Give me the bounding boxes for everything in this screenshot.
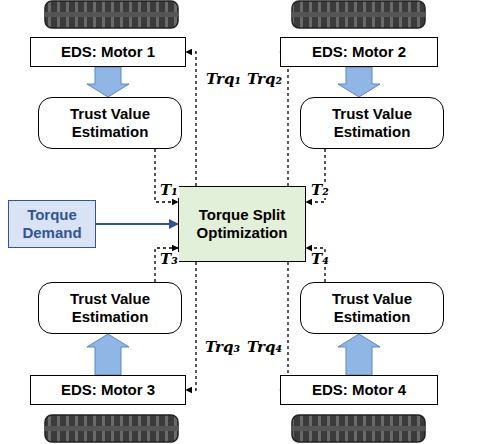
process-box: Trust Value Estimation: [38, 97, 182, 149]
power-arrow: [338, 334, 380, 375]
tire: [292, 415, 425, 442]
signal-arrow: [186, 52, 196, 186]
signal-label: T₂: [310, 183, 330, 198]
signal-label: Trq₃: [204, 340, 241, 355]
signal-label: Trq₁: [205, 72, 242, 87]
tire: [292, 1, 425, 28]
signal-arrow: [155, 149, 178, 202]
signal-label: Trq₂: [246, 72, 283, 87]
tire: [45, 1, 178, 28]
signal-label: T₃: [159, 252, 179, 267]
optimizer-box: Torque Split Optimization: [178, 186, 306, 262]
motor-box: EDS: Motor 2: [280, 37, 438, 67]
demand-arrow: [96, 223, 178, 225]
power-arrow: [338, 67, 380, 97]
motor-box: EDS: Motor 3: [30, 375, 186, 405]
node-text: Trust Value Estimation: [307, 290, 437, 326]
process-box: Trust Value Estimation: [300, 97, 444, 149]
node-text: Trust Value Estimation: [307, 105, 437, 141]
node-text: Trust Value Estimation: [45, 290, 175, 326]
signal-arrow: [280, 262, 288, 390]
motor-box: EDS: Motor 4: [280, 375, 438, 405]
node-text: EDS: Motor 4: [312, 381, 406, 399]
input-box: Torque Demand: [8, 200, 96, 248]
node-text: EDS: Motor 1: [61, 43, 155, 61]
power-arrow: [87, 67, 129, 97]
process-box: Trust Value Estimation: [38, 282, 182, 334]
tire: [45, 415, 178, 442]
node-text: EDS: Motor 2: [312, 43, 406, 61]
power-arrow: [87, 334, 129, 375]
signal-label: T₄: [310, 252, 330, 267]
signal-arrow: [186, 262, 196, 390]
signal-label: T₁: [159, 183, 179, 198]
node-text: Torque Split Optimization: [185, 206, 299, 242]
node-text: Torque Demand: [15, 206, 89, 242]
motor-box: EDS: Motor 1: [30, 37, 186, 67]
node-text: EDS: Motor 3: [61, 381, 155, 399]
signal-arrow: [155, 248, 178, 282]
signal-label: Trq₄: [246, 340, 283, 355]
node-text: Trust Value Estimation: [45, 105, 175, 141]
process-box: Trust Value Estimation: [300, 282, 444, 334]
